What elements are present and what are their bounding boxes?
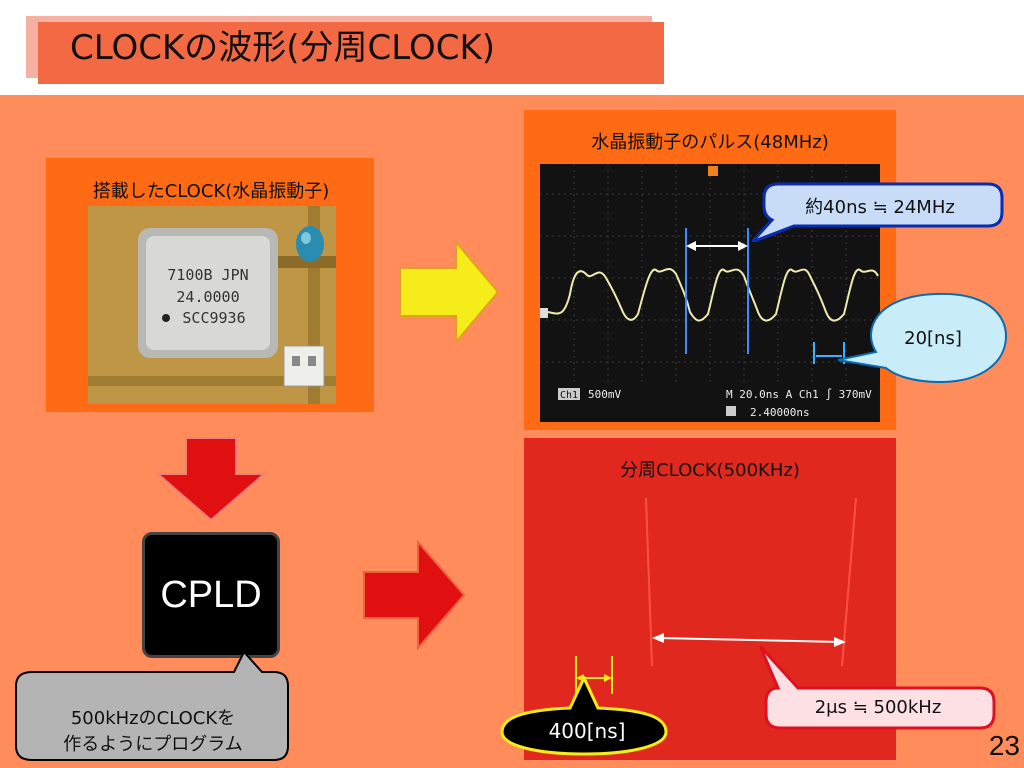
crystal-oscillator-photo: 7100B JPN 24.0000 SCC9936 (88, 206, 336, 404)
scope-timebase: M 20.0ns A Ch1 ∫ 370mV (726, 388, 872, 401)
crystal-label: 搭載したCLOCK(水晶振動子) (92, 181, 330, 202)
scope-volts-div: 500mV (588, 388, 621, 401)
arrow-right-red (362, 540, 466, 650)
slide-title: CLOCKの波形(分周CLOCK) (70, 28, 496, 68)
program-callout-line-2: 作るようにプログラム (63, 734, 243, 755)
page-number: 23 (988, 730, 1020, 761)
arrow-right-yellow (398, 240, 502, 344)
half-period-callout (836, 290, 1010, 386)
period-callout (750, 180, 1006, 244)
chip-line-2: 24.0000 (176, 288, 239, 306)
divided-clock-waveform (524, 438, 896, 764)
cpld-box: CPLD (142, 532, 280, 658)
divided-clock-title: 分周CLOCK(500KHz) (620, 460, 800, 481)
scope-trigger-time: 2.40000ns (750, 406, 810, 419)
chip-line-3: SCC9936 (182, 309, 245, 327)
pulse-width-callout (498, 674, 670, 756)
divided-period-callout (758, 640, 998, 732)
half-period-callout-text: 20[ns] (904, 328, 962, 349)
program-callout-text: 500kHzのCLOCKを 作るようにプログラム (22, 706, 284, 758)
program-callout-line-1: 500kHzのCLOCKを (70, 708, 236, 729)
period-callout-text: 約40ns ≒ 24MHz (805, 197, 955, 218)
program-callout (12, 650, 292, 762)
divided-period-callout-text: 2μs ≒ 500kHz (814, 697, 942, 718)
chip-line-1: 7100B JPN (167, 266, 248, 284)
scope-ch-tag: Ch1 (560, 390, 578, 401)
scope-title: 水晶振動子のパルス(48MHz) (591, 132, 829, 153)
pulse-width-callout-text: 400[ns] (548, 719, 626, 743)
arrow-down-red (156, 436, 266, 522)
title-bar (38, 22, 664, 84)
